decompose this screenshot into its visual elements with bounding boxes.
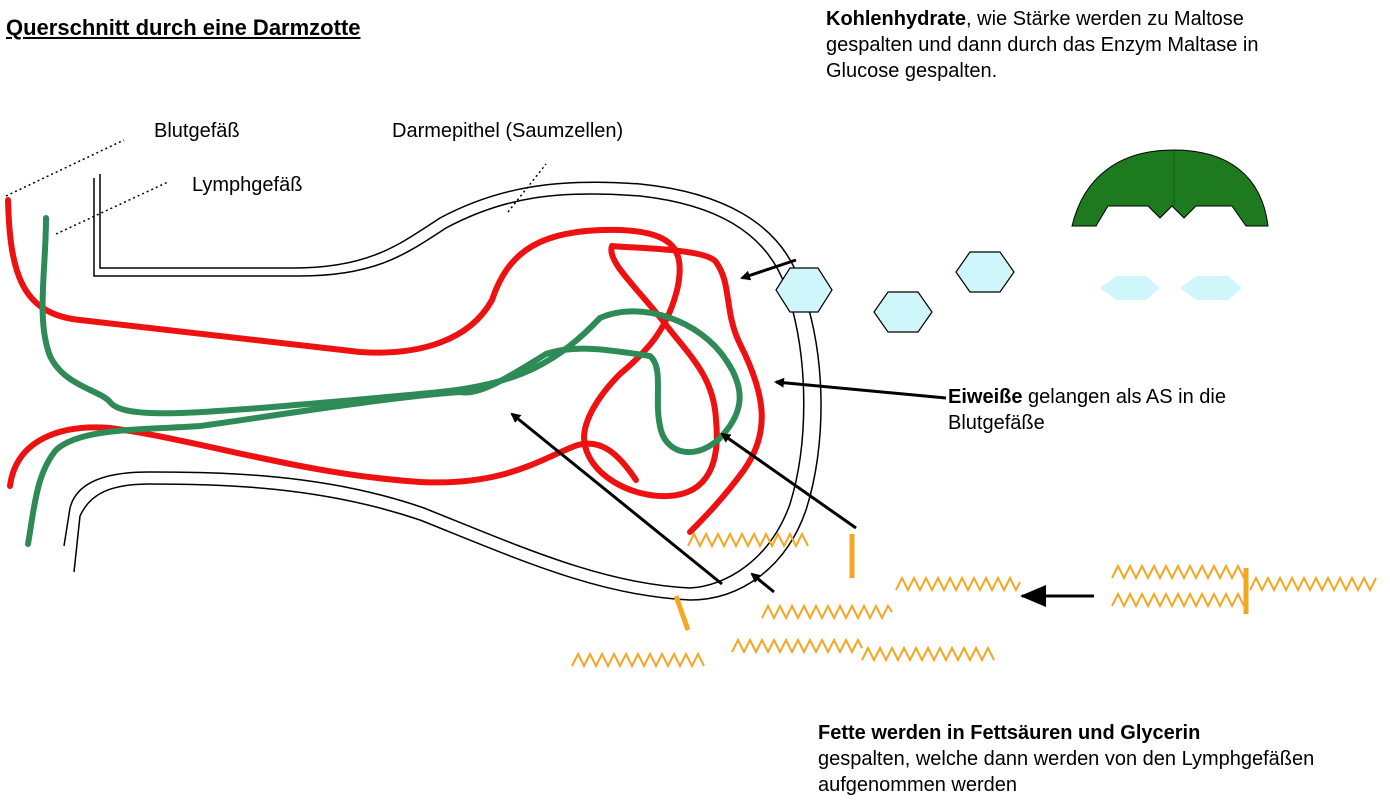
fatty-acid — [1112, 594, 1244, 606]
enzyme-shape — [1072, 150, 1268, 226]
glycerin — [676, 596, 688, 630]
fatty-acid — [572, 654, 704, 666]
leader-lines — [6, 140, 546, 234]
blood-vessel — [8, 200, 762, 532]
maltose-hexagon — [874, 292, 932, 332]
fatty-acid — [896, 578, 1020, 590]
arrow-protein — [776, 382, 946, 398]
maltose-hexagon — [956, 252, 1014, 292]
maltose-hexagon — [776, 268, 832, 312]
glucose-shape — [1100, 276, 1160, 300]
fatty-acid — [732, 640, 862, 652]
fatty-acid — [762, 606, 892, 618]
fatty-acid — [1250, 578, 1376, 590]
arrow-fat-diagonal — [512, 414, 722, 584]
arrow-fat-small — [752, 574, 774, 592]
fatty-acid — [1112, 566, 1244, 578]
fatty-acid — [862, 648, 994, 660]
glucose-shape — [1180, 276, 1242, 300]
glucose-molecules — [1100, 276, 1242, 300]
arrow-fat-up — [722, 434, 856, 528]
